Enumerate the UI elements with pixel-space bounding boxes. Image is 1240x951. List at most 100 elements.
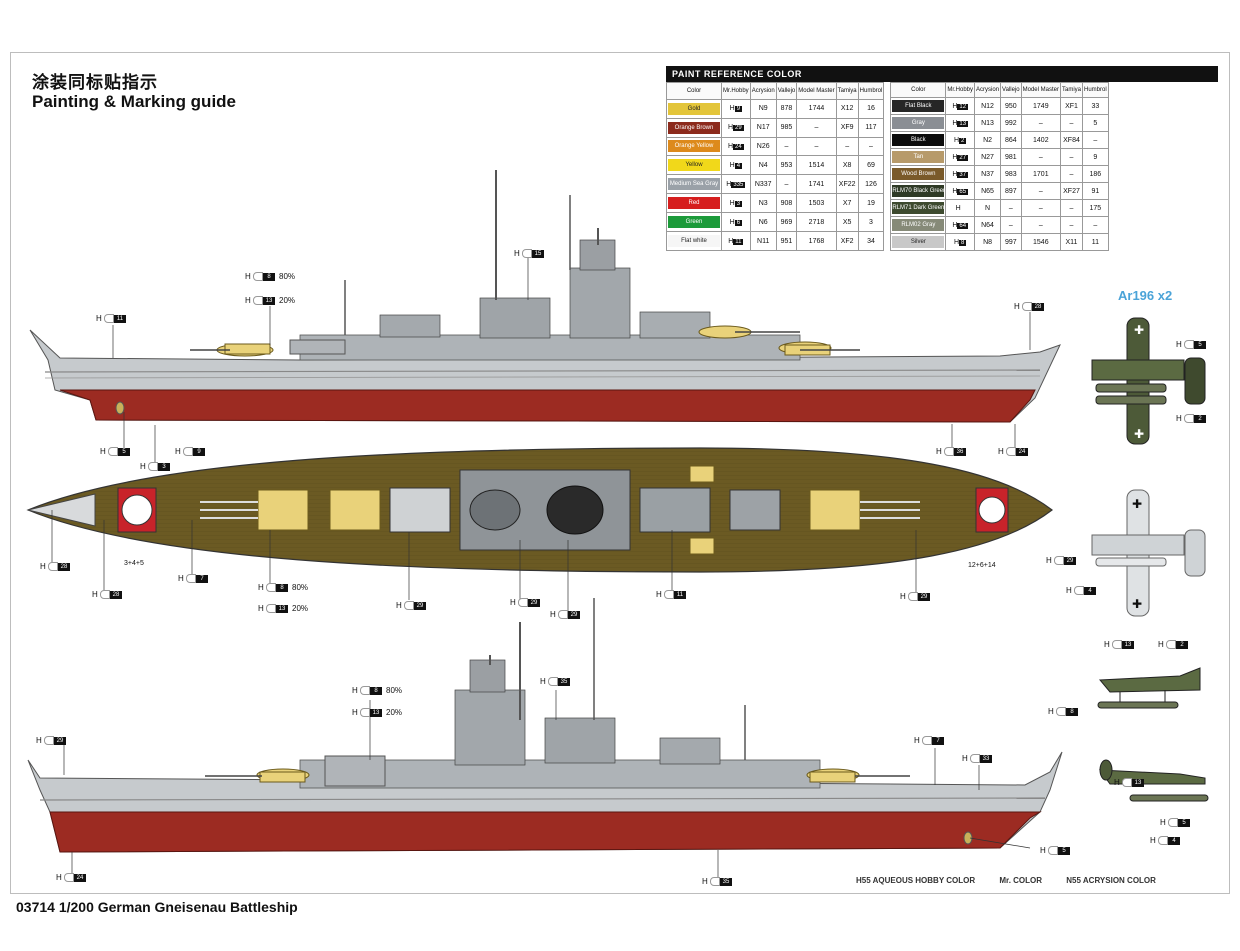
paint-cell: Flat Black xyxy=(890,97,947,115)
paint-swatch: RLM71 Dark Green xyxy=(892,202,945,214)
paint-column-header: Acrysion xyxy=(974,82,1002,98)
paint-cell: 1744 xyxy=(796,98,837,119)
aircraft-top-camo: ✚ ✚ xyxy=(1091,317,1206,445)
aircraft-label: Ar196 x2 xyxy=(1118,288,1173,303)
paint-column-header: Vallejo xyxy=(775,82,798,100)
paint-cell: Medium Sea Gray xyxy=(666,174,722,195)
paint-cell: 951 xyxy=(775,231,798,251)
svg-text:✚: ✚ xyxy=(1134,427,1144,441)
paint-swatch: Yellow xyxy=(668,159,720,172)
paint-cell: X7 xyxy=(835,193,859,214)
paint-swatch: Wood Brown xyxy=(892,168,945,180)
paint-table-heading: PAINT REFERENCE COLOR xyxy=(666,66,1218,82)
legend-acrysion: N55 ACRYSION COLOR xyxy=(1066,876,1156,885)
paint-column-header: Humbrol xyxy=(857,82,885,100)
paint-swatch: Tan xyxy=(892,151,945,163)
paint-column-header: Mr.Hobby xyxy=(945,82,976,98)
paint-cell: RLM70 Black Green xyxy=(890,182,947,200)
ship-profile-starboard xyxy=(29,170,1061,423)
deck-number-right: 12+6+14 xyxy=(968,562,996,569)
svg-text:✚: ✚ xyxy=(1134,323,1144,337)
paint-cell: 11 xyxy=(1082,233,1109,251)
svg-text:✚: ✚ xyxy=(1132,597,1142,611)
title-chinese: 涂装同标贴指示 xyxy=(32,73,158,93)
aircraft-bottom-gray: ✚ ✚ xyxy=(1091,489,1206,617)
paint-swatch: Flat white xyxy=(668,235,720,248)
paint-cell: Wood Brown xyxy=(890,165,947,183)
footer-caption: 03714 1/200 German Gneisenau Battleship xyxy=(16,899,298,915)
paint-swatch: Black xyxy=(892,134,945,146)
paint-column-header: Mr.Hobby xyxy=(721,82,751,100)
ship-profile-port xyxy=(27,598,1063,853)
paint-cell: N337 xyxy=(749,174,777,195)
paint-cell: N11 xyxy=(749,231,777,251)
svg-text:✚: ✚ xyxy=(1132,497,1142,511)
leader-lines xyxy=(51,258,1031,880)
paint-cell: Silver xyxy=(890,233,947,251)
paint-cell: 16 xyxy=(857,98,885,119)
paint-cell: N9 xyxy=(749,98,777,119)
paint-cell: Orange Yellow xyxy=(666,136,722,157)
paint-swatch: RLM70 Black Green xyxy=(892,185,945,197)
paint-cell: Red xyxy=(666,193,722,214)
paint-cell: X12 xyxy=(835,98,859,119)
paint-swatch: Flat Black xyxy=(892,100,945,112)
paint-cell: X11 xyxy=(1059,233,1084,251)
paint-cell: Gold xyxy=(666,98,722,119)
paint-swatch: Gold xyxy=(668,102,720,115)
paint-cell: N3 xyxy=(749,193,777,214)
legend-mr-color: Mr. COLOR xyxy=(999,876,1043,885)
legend-aqueous: H55 AQUEOUS HOBBY COLOR xyxy=(856,876,976,885)
paint-swatch: Silver xyxy=(892,236,945,248)
paint-cell: N17 xyxy=(749,117,777,138)
paint-swatch: Medium Sea Gray xyxy=(668,178,720,191)
paint-column-header: Tamiya xyxy=(835,82,859,100)
paint-swatch: RLM02 Gray xyxy=(892,219,945,231)
paint-cell: 1546 xyxy=(1020,233,1061,251)
paint-cell: Tan xyxy=(890,148,947,166)
paint-column-header: Acrysion xyxy=(749,82,777,100)
paint-cell: 1514 xyxy=(796,155,837,176)
